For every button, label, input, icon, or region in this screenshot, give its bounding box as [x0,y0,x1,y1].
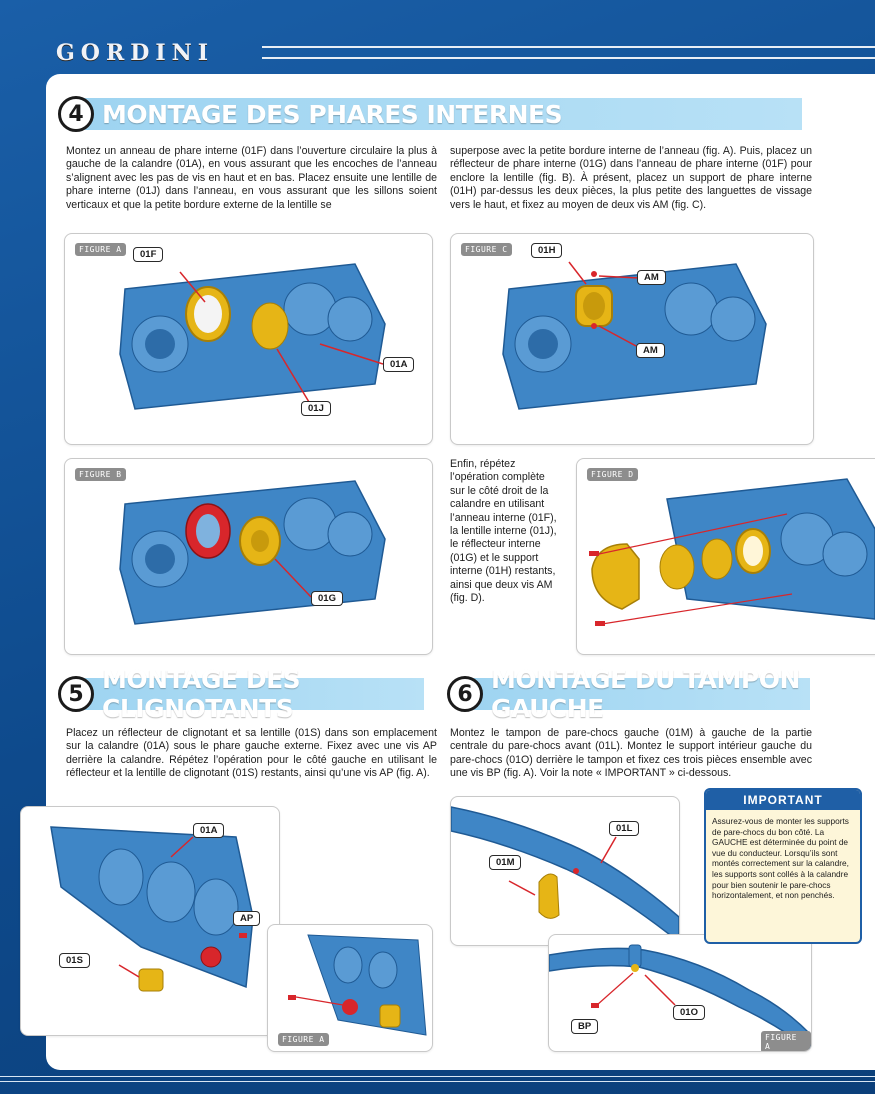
figure-6a-support: 01O BP FIGURE A [548,934,812,1052]
part-tag-01l: 01L [609,821,640,836]
figure-5a-inset: FIGURE A [267,924,433,1052]
part-tag-ap: AP [233,911,261,926]
section-4-heading: 4 MONTAGE DES PHARES INTERNES [58,96,802,132]
grille-illustration [502,261,767,410]
bumper-illustration [451,806,679,943]
section-6-text: Montez le tampon de pare-chocs gauche (0… [450,727,812,780]
section-title: MONTAGE DES CLIGNOTANTS [102,665,301,723]
part-tag-am-bottom: AM [636,343,665,358]
part-tag-01a: 01A [193,823,225,838]
section-title: MONTAGE DES PHARES INTERNES [102,99,563,129]
grille-illustration [119,263,386,410]
important-note: IMPORTANT Assurez-vous de monter les sup… [704,788,862,944]
header-rule [262,46,875,59]
figure-5a-main: 01A AP 01S [20,806,280,1036]
footer-rule [0,1076,875,1082]
section-title-bar: MONTAGE DES CLIGNOTANTS [80,665,424,723]
brand-logo: GORDINI [56,40,215,66]
figure-4a: FIGURE A 01F 01A 01J [64,233,433,445]
part-tag-01o: 01O [673,1005,705,1020]
figure-4b: FIGURE B 01G [64,458,433,655]
figure-4c: FIGURE C 01H AM AM [450,233,814,445]
part-tag-01f: 01F [133,247,164,262]
important-title: IMPORTANT [706,790,860,810]
section-number: 4 [58,96,94,132]
exploded-grille-illustration [589,478,875,626]
section-5-text: Placez un réflecteur de clignotant et sa… [66,727,437,780]
important-text: Assurez-vous de monter les supports de p… [712,816,849,901]
section-4-text-right: superpose avec la petite bordure interne… [450,145,812,211]
section-title-bar: MONTAGE DU TAMPON GAUCHE [469,665,810,723]
section-4-text-repeat: Enfin, répétez l’opération complète sur … [450,458,557,605]
figure-label: FIGURE B [75,468,126,481]
section-6-heading: 6 MONTAGE DU TAMPON GAUCHE [447,665,810,723]
figure-4d: FIGURE D [576,458,875,655]
turn-signal-detail-illustration [288,934,427,1036]
section-4-text-left: Montez un anneau de phare interne (01F) … [66,145,437,211]
part-tag-bp: BP [571,1019,599,1034]
part-tag-am-top: AM [637,270,666,285]
figure-label: FIGURE A [75,243,126,256]
part-tag-01g: 01G [311,591,343,606]
part-tag-01a: 01A [383,357,415,372]
section-title-bar: MONTAGE DES PHARES INTERNES [80,98,802,130]
figure-label: FIGURE C [461,243,512,256]
part-tag-01j: 01J [301,401,331,416]
section-number: 5 [58,676,94,712]
part-tag-01m: 01M [489,855,522,870]
figure-label: FIGURE D [587,468,638,481]
figure-label: FIGURE A [761,1031,811,1051]
figure-label: FIGURE A [278,1033,329,1046]
part-tag-01h: 01H [531,243,563,258]
section-number: 6 [447,676,483,712]
part-tag-01s: 01S [59,953,90,968]
figure-6a-bumper: 01L 01M [450,796,680,946]
grille-side-illustration [50,826,254,992]
grille-illustration [119,480,386,625]
section-title: MONTAGE DU TAMPON GAUCHE [491,665,800,723]
section-5-heading: 5 MONTAGE DES CLIGNOTANTS [58,665,424,723]
